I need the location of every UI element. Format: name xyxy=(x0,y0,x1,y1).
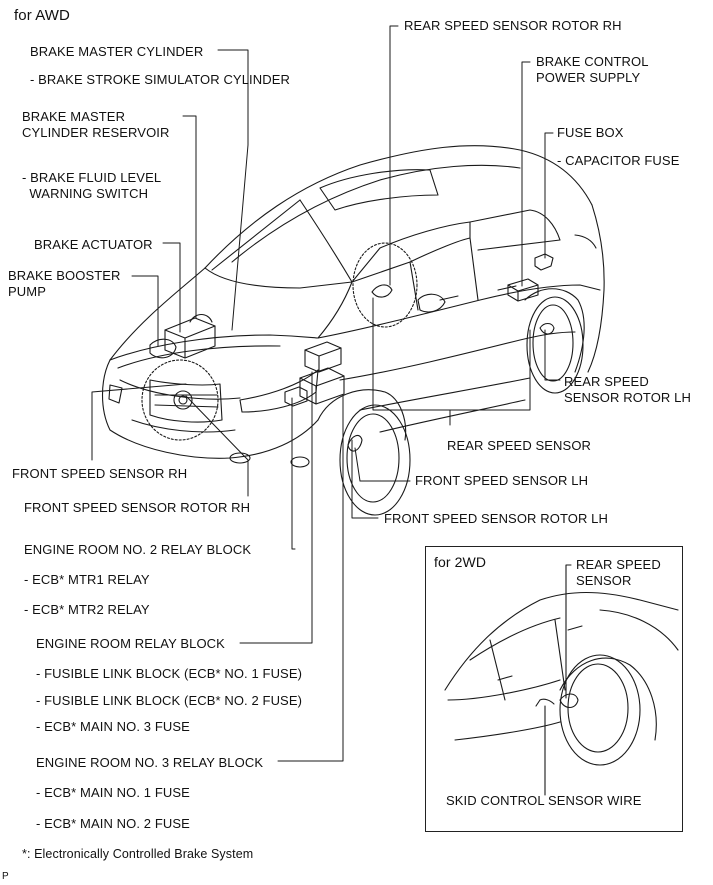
label-brake-fluid-level-switch: - BRAKE FLUID LEVEL WARNING SWITCH xyxy=(22,170,162,201)
label-ecb-main-no2: - ECB* MAIN NO. 2 FUSE xyxy=(36,816,190,831)
label-front-speed-sensor-rh: FRONT SPEED SENSOR RH xyxy=(12,466,188,481)
label-front-speed-sensor-rotor-lh: FRONT SPEED SENSOR ROTOR LH xyxy=(384,511,608,526)
label-front-speed-sensor-rotor-rh: FRONT SPEED SENSOR ROTOR RH xyxy=(24,500,251,515)
leader-lines xyxy=(91,25,561,762)
label-engine-room-relay-block: ENGINE ROOM RELAY BLOCK xyxy=(36,636,225,651)
label-engine-room-no2-relay-block: ENGINE ROOM NO. 2 RELAY BLOCK xyxy=(24,542,252,557)
label-brake-master-cylinder: BRAKE MASTER CYLINDER xyxy=(30,44,204,59)
label-engine-room-no3-relay-block: ENGINE ROOM NO. 3 RELAY BLOCK xyxy=(36,755,264,770)
label-rear-speed-sensor-rotor-rh: REAR SPEED SENSOR ROTOR RH xyxy=(404,18,622,33)
inset-vehicle-drawing xyxy=(444,564,679,796)
label-ecb-main-no1: - ECB* MAIN NO. 1 FUSE xyxy=(36,785,190,800)
label-brake-control-power-supply: BRAKE CONTROL POWER SUPPLY xyxy=(536,54,649,85)
label-brake-stroke-simulator: - BRAKE STROKE SIMULATOR CYLINDER xyxy=(30,72,290,87)
label-ecb-mtr2-relay: - ECB* MTR2 RELAY xyxy=(24,602,150,617)
inset-label-rear-speed-sensor: REAR SPEED SENSOR xyxy=(576,557,661,588)
vehicle-body xyxy=(102,145,605,516)
label-fusible-link-no2: - FUSIBLE LINK BLOCK (ECB* NO. 2 FUSE) xyxy=(36,693,303,708)
label-rear-speed-sensor: REAR SPEED SENSOR xyxy=(447,438,592,453)
label-brake-actuator: BRAKE ACTUATOR xyxy=(34,237,153,252)
label-capacitor-fuse: - CAPACITOR FUSE xyxy=(557,153,680,168)
label-front-speed-sensor-lh: FRONT SPEED SENSOR LH xyxy=(415,473,589,488)
corner-mark: P xyxy=(2,871,9,882)
label-brake-booster-pump: BRAKE BOOSTER PUMP xyxy=(8,268,121,299)
label-brake-master-reservoir: BRAKE MASTER CYLINDER RESERVOIR xyxy=(22,109,170,140)
label-fusible-link-no1: - FUSIBLE LINK BLOCK (ECB* NO. 1 FUSE) xyxy=(36,666,303,681)
footnote: *: Electronically Controlled Brake Syste… xyxy=(22,847,254,861)
label-rear-speed-sensor-rotor-lh: REAR SPEED SENSOR ROTOR LH xyxy=(564,374,691,405)
label-ecb-main-no3: - ECB* MAIN NO. 3 FUSE xyxy=(36,719,190,734)
inset-label-skid-control-sensor-wire: SKID CONTROL SENSOR WIRE xyxy=(446,793,642,808)
inset-heading-2wd: for 2WD xyxy=(434,554,487,570)
label-ecb-mtr1-relay: - ECB* MTR1 RELAY xyxy=(24,572,150,587)
heading-awd: for AWD xyxy=(14,7,70,24)
label-fuse-box: FUSE BOX xyxy=(557,125,624,140)
inset-2wd-frame xyxy=(425,546,683,832)
